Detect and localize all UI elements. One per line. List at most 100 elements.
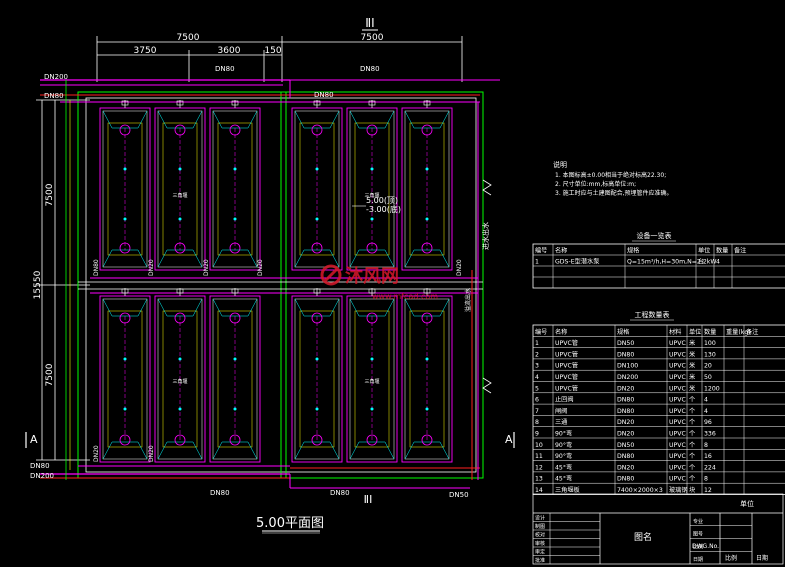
notes-heading: 说明 [553, 160, 567, 169]
materials-table-cell: 90°弯 [555, 452, 572, 460]
materials-table-cell: 4 [704, 408, 708, 415]
materials-table-cell: 2 [535, 351, 539, 358]
collector-top [119, 124, 131, 136]
materials-table-cell: 8 [704, 442, 708, 449]
valve-icon [423, 288, 431, 294]
collector-bottom [311, 434, 323, 446]
title-block-company: 单位 [740, 499, 754, 508]
materials-table-cell: 14 [535, 487, 543, 494]
hopper-bottom [404, 441, 450, 460]
notes-line-3: 3. 施工时应与土建图配合,预埋管件应准确。 [555, 189, 673, 197]
top-dimensions [96, 36, 463, 82]
side-note: 进水出水 [481, 222, 490, 250]
title-block-date: 日期 [756, 554, 768, 562]
cell-weir [409, 310, 445, 448]
materials-table-header-cell: 备注 [746, 328, 758, 336]
materials-table-cell: 止回阀 [555, 396, 574, 404]
collector-bottom [174, 242, 186, 254]
equipment-table-header-cell: 数量 [716, 247, 728, 255]
cell-weir [107, 310, 143, 448]
equipment-table-cell: GDS-E型潜水泵 [555, 258, 599, 266]
materials-table-cell: UPVC [669, 374, 686, 381]
collector-bottom [421, 242, 433, 254]
cell-weir [107, 122, 143, 256]
filter-cell [99, 288, 151, 463]
cell-inner [102, 298, 148, 460]
materials-table-cell: 20 [704, 363, 712, 370]
cell-weir [299, 310, 335, 448]
collector-top [311, 312, 323, 324]
tank-outline [77, 91, 492, 479]
collector-top [174, 312, 186, 324]
watermark-url: www.mfcad.com [372, 292, 438, 301]
materials-table-cell: 45°弯 [555, 463, 572, 471]
pipe-label-dn80-b1: DN80 [210, 489, 230, 497]
materials-table-header-cell: 单位 [689, 328, 701, 336]
materials-table-header-cell: 规格 [617, 328, 630, 336]
hopper-top [212, 110, 258, 129]
materials-table-cell: 9 [535, 431, 539, 438]
filter-cells: 三角堰三角堰三角堰三角堰 [99, 100, 453, 463]
equipment-table-header-cell: 单位 [698, 247, 710, 255]
materials-table-cell: 336 [704, 431, 716, 438]
hopper-bottom [349, 441, 395, 460]
collector-top [229, 124, 241, 136]
materials-table-cell: DN20 [617, 419, 634, 426]
materials-table-cell: 米 [689, 384, 695, 392]
collector-top [366, 312, 378, 324]
cell-label: 三角堰 [364, 378, 379, 385]
equipment-table-header-cell: 名称 [555, 247, 567, 255]
materials-table-cell: 100 [704, 340, 716, 347]
materials-table-cell: 米 [689, 350, 695, 358]
hopper-top [349, 298, 395, 317]
hopper-top [294, 110, 340, 129]
materials-table-cell: 4 [704, 397, 708, 404]
materials-table-cell: 5 [535, 385, 539, 392]
materials-table-cell: 90°弯 [555, 441, 572, 449]
nozzle [233, 407, 237, 411]
cell-inner [102, 110, 148, 268]
dim-top-1: 7500 [177, 33, 200, 43]
watermark-logo [320, 264, 342, 286]
materials-table-cell: DN80 [617, 453, 634, 460]
cell-inner [157, 110, 203, 268]
materials-table-cell: 3 [535, 363, 539, 370]
valve-icon [368, 100, 376, 106]
materials-table-cell: 玻璃钢 [669, 486, 688, 494]
materials-table-cell: 三通 [555, 418, 567, 426]
section-a-left: A [30, 433, 38, 446]
materials-table-cell: UPVC [669, 340, 686, 347]
dim-top-5: 7500 [361, 33, 384, 43]
materials-table-cell: 8 [704, 476, 708, 483]
materials-table-cell: 13 [535, 476, 543, 483]
nozzle [425, 217, 429, 221]
nozzle [370, 167, 374, 171]
hopper-bottom [404, 249, 450, 268]
section-mark-bottom: ⅡⅠ [364, 493, 373, 506]
collector-bottom [366, 434, 378, 446]
collector-top [311, 124, 323, 136]
cell-inner [404, 110, 450, 268]
valve-icon [231, 100, 239, 106]
filter-cell [291, 100, 343, 271]
hopper-top [212, 298, 258, 317]
materials-table-cell: DN80 [617, 351, 634, 358]
hopper-top [102, 110, 148, 129]
dim-left-2: 15550 [33, 270, 43, 299]
cell-weir [354, 122, 390, 256]
materials-table-cell: 11 [535, 453, 543, 460]
equipment-table-title: 设备一览表 [637, 231, 672, 240]
materials-table-title: 工程数量表 [635, 310, 670, 319]
collector-bottom [366, 242, 378, 254]
hopper-bottom [294, 249, 340, 268]
materials-table-cell: 个 [689, 476, 695, 483]
materials-table-frame [532, 324, 785, 495]
hopper-top [404, 298, 450, 317]
nozzle [370, 407, 374, 411]
pipe-network [40, 79, 500, 489]
materials-table-cell: UPVC [669, 408, 686, 415]
valve-icon [231, 288, 239, 294]
collector-bottom [229, 434, 241, 446]
